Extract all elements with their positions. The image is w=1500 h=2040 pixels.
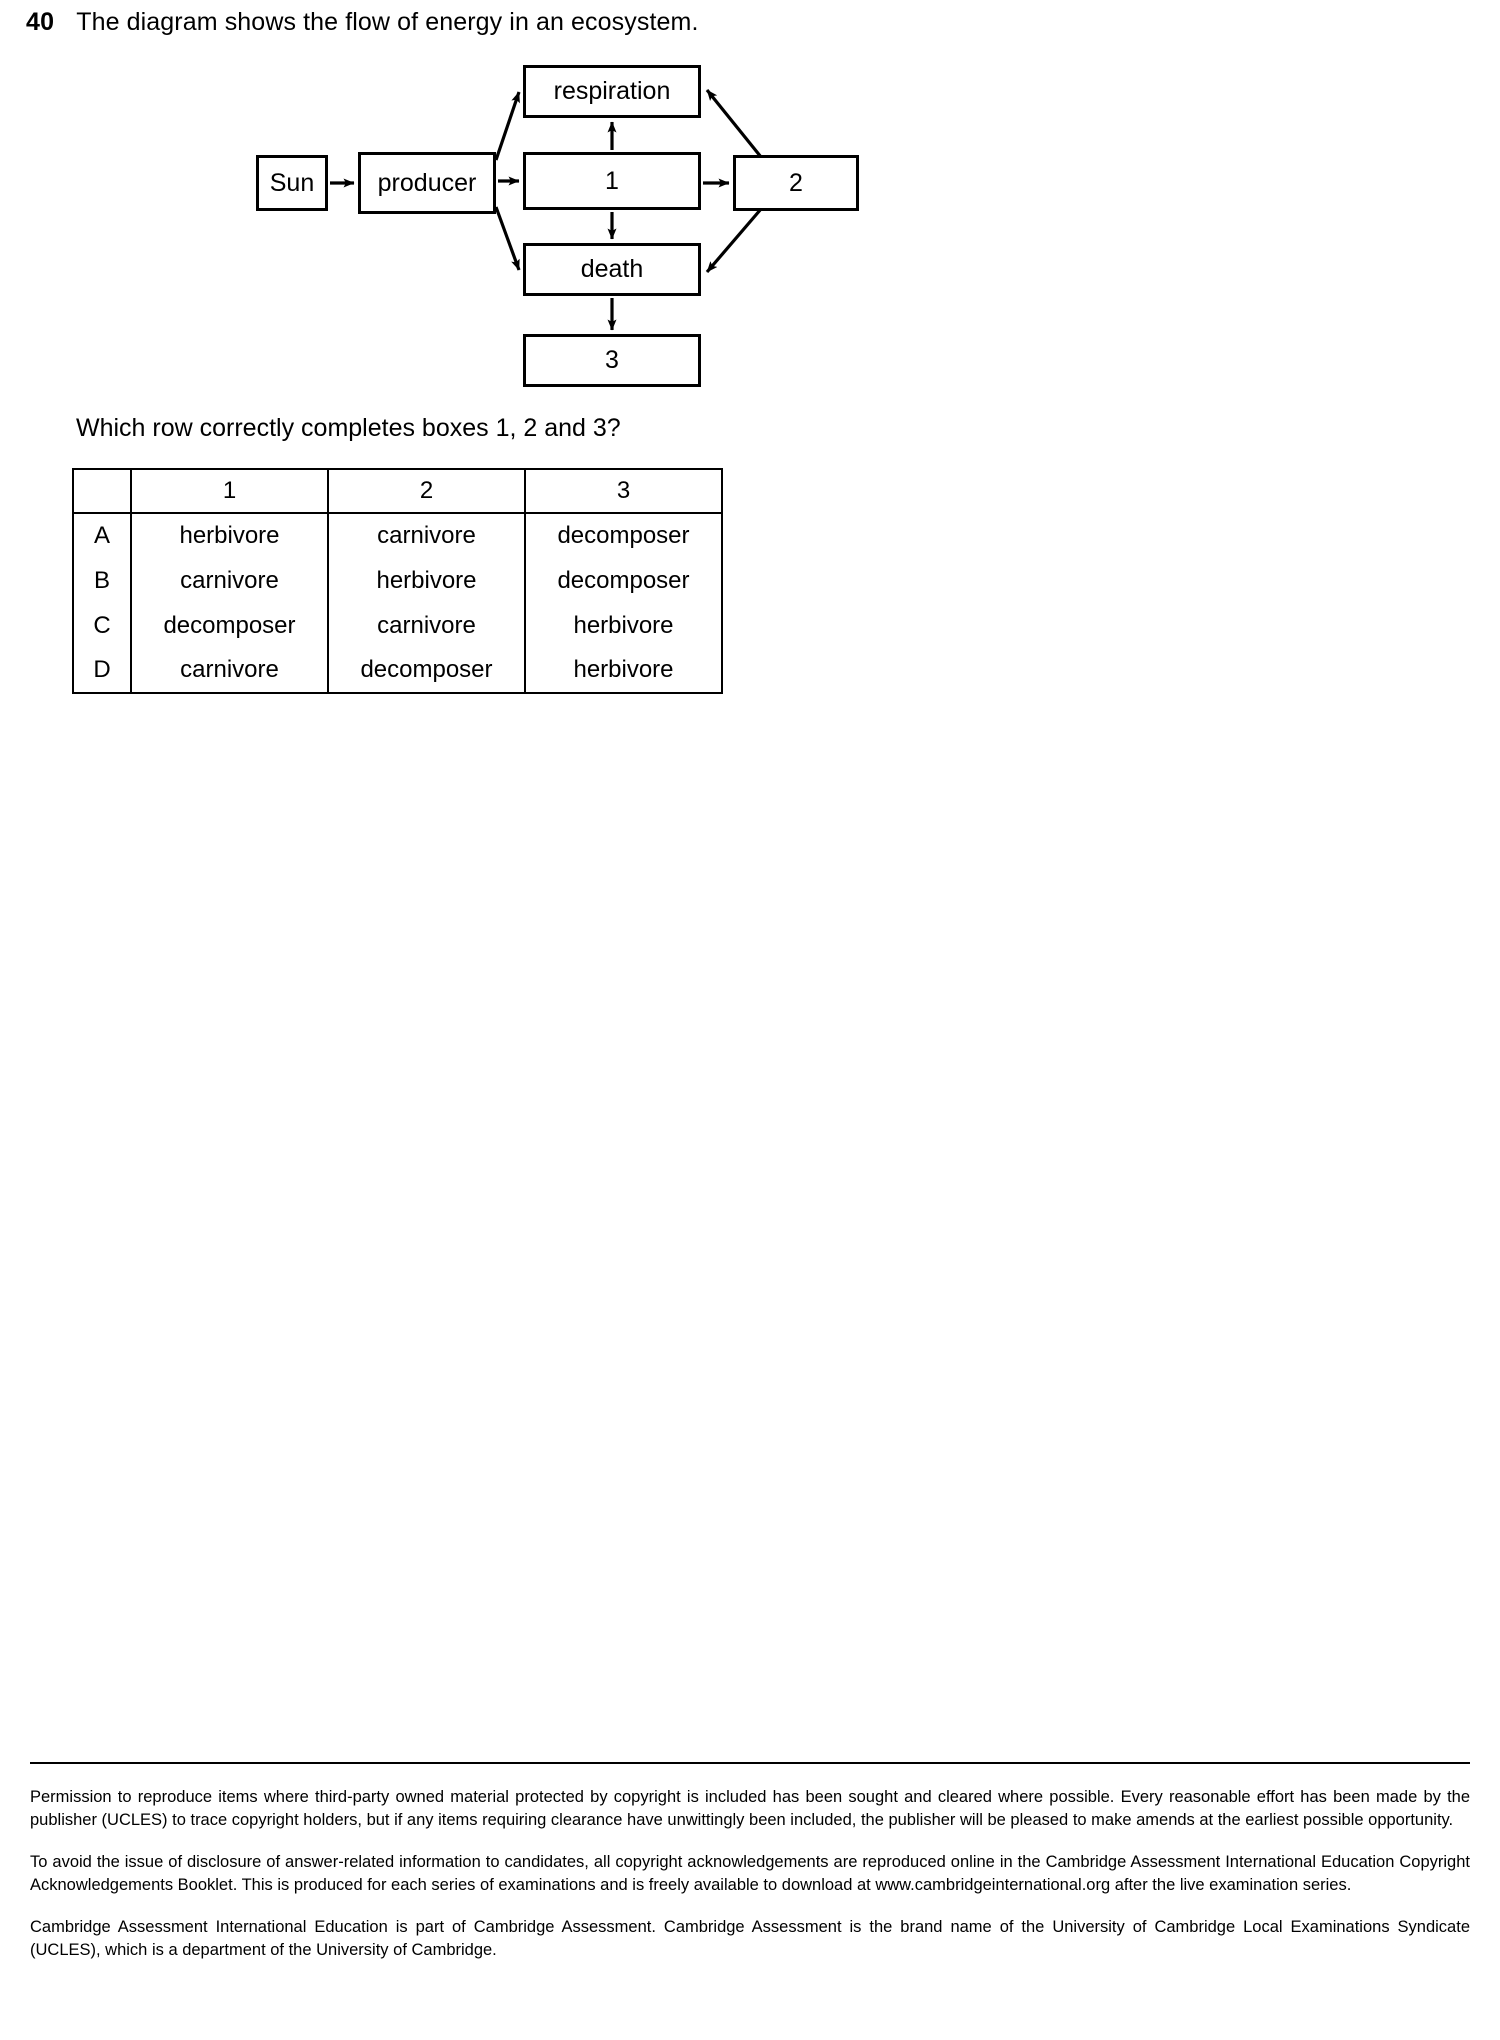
option-letter: B [72, 558, 132, 603]
footer-paragraph-3: Cambridge Assessment International Educa… [30, 1917, 1470, 1960]
diagram-node-box-1: 1 [523, 152, 701, 210]
option-cell-2: carnivore [327, 512, 526, 558]
energy-flow-diagram: Sun producer respiration 1 2 death 3 [0, 0, 1500, 420]
option-cell-1: decomposer [130, 603, 329, 648]
option-letter: C [72, 603, 132, 648]
option-cell-1: carnivore [130, 558, 329, 603]
question-header: 40 The diagram shows the flow of energy … [26, 8, 699, 37]
table-row[interactable]: D carnivore decomposer herbivore [72, 648, 723, 694]
option-cell-3: herbivore [524, 603, 723, 648]
answer-options-table: 1 2 3 A herbivore carnivore decomposer B… [72, 468, 723, 694]
footer-paragraph-1: Permission to reproduce items where thir… [30, 1788, 1470, 1830]
question-lead-in: Which row correctly completes boxes 1, 2… [76, 414, 621, 442]
option-cell-3: decomposer [524, 558, 723, 603]
option-cell-3: herbivore [524, 648, 723, 694]
header-col-3: 3 [524, 468, 723, 514]
option-letter: D [72, 648, 132, 694]
option-cell-2: carnivore [327, 603, 526, 648]
diagram-node-box-3: 3 [523, 334, 701, 387]
diagram-arrows [330, 88, 763, 331]
header-col-2: 2 [327, 468, 526, 514]
table-header-row: 1 2 3 [72, 468, 723, 514]
header-blank [72, 468, 132, 514]
footer-divider [30, 1762, 1470, 1764]
table-row[interactable]: A herbivore carnivore decomposer [72, 512, 723, 558]
table-row[interactable]: B carnivore herbivore decomposer [72, 558, 723, 603]
option-cell-1: herbivore [130, 512, 329, 558]
question-number: 40 [26, 8, 55, 36]
option-cell-2: herbivore [327, 558, 526, 603]
diagram-node-death: death [523, 243, 701, 296]
question-stem: The diagram shows the flow of energy in … [76, 8, 699, 36]
option-cell-3: decomposer [524, 512, 723, 558]
diagram-node-box-2: 2 [733, 155, 859, 211]
diagram-node-producer: producer [358, 152, 496, 214]
option-letter: A [72, 512, 132, 558]
option-cell-2: decomposer [327, 648, 526, 694]
option-cell-1: carnivore [130, 648, 329, 694]
header-col-1: 1 [130, 468, 329, 514]
footer-paragraph-2: To avoid the issue of disclosure of answ… [30, 1852, 1470, 1895]
table-row[interactable]: C decomposer carnivore herbivore [72, 603, 723, 648]
diagram-node-sun: Sun [256, 155, 328, 211]
copyright-footer: Permission to reproduce items where thir… [30, 1786, 1470, 1963]
diagram-node-respiration: respiration [523, 65, 701, 118]
